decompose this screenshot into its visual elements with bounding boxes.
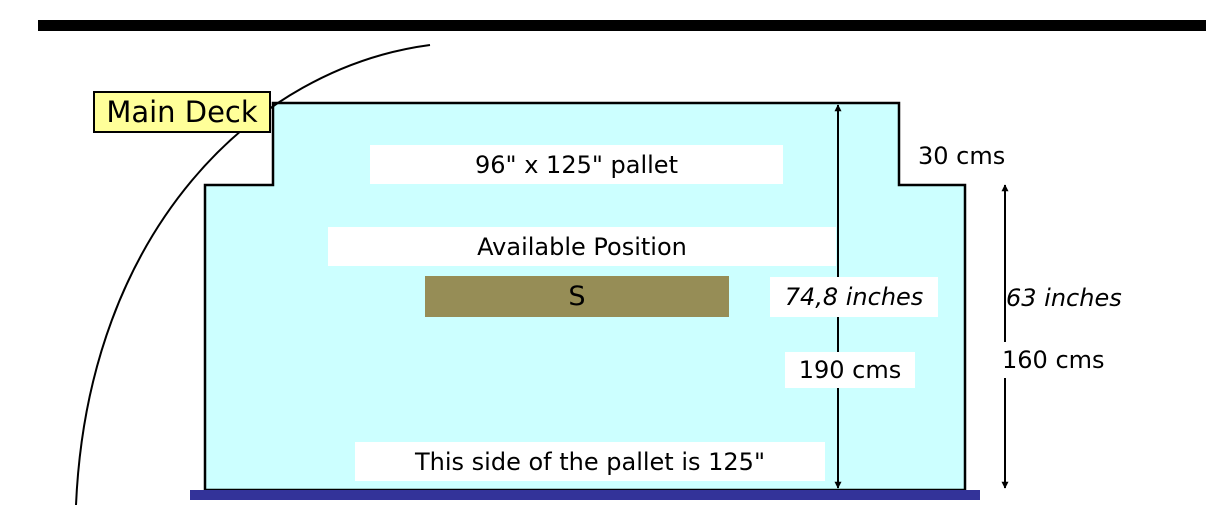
main-deck-text: Main Deck: [106, 95, 258, 129]
lower-height-inches-text: 63 inches: [1006, 284, 1122, 312]
pallet-side-note: This side of the pallet is 125": [355, 442, 825, 481]
position-code-bar: S: [425, 276, 729, 317]
floor-bar: [190, 490, 980, 500]
available-position-text: Available Position: [477, 232, 687, 261]
main-deck-label: Main Deck: [93, 91, 271, 133]
fuselage-arc: [75, 44, 431, 506]
lower-height-inches-label: 63 inches: [1006, 280, 1126, 316]
available-position-label: Available Position: [328, 227, 836, 266]
top-rule: [38, 20, 1206, 31]
pallet-size-label: 96" x 125" pallet: [370, 145, 783, 184]
pallet-side-note-text: This side of the pallet is 125": [415, 447, 765, 476]
total-height-cms-label: 190 cms: [785, 352, 915, 388]
step-height-cms-label: 30 cms: [918, 142, 1006, 170]
pallet-size-text: 96" x 125" pallet: [475, 150, 678, 179]
position-code-text: S: [568, 281, 586, 312]
lower-height-cms-text: 160 cms: [1002, 346, 1105, 374]
total-height-inches-label: 74,8 inches: [770, 277, 938, 317]
total-height-inches-text: 74,8 inches: [784, 283, 924, 311]
total-height-cms-text: 190 cms: [798, 356, 902, 384]
lower-height-cms-label: 160 cms: [1002, 342, 1110, 378]
